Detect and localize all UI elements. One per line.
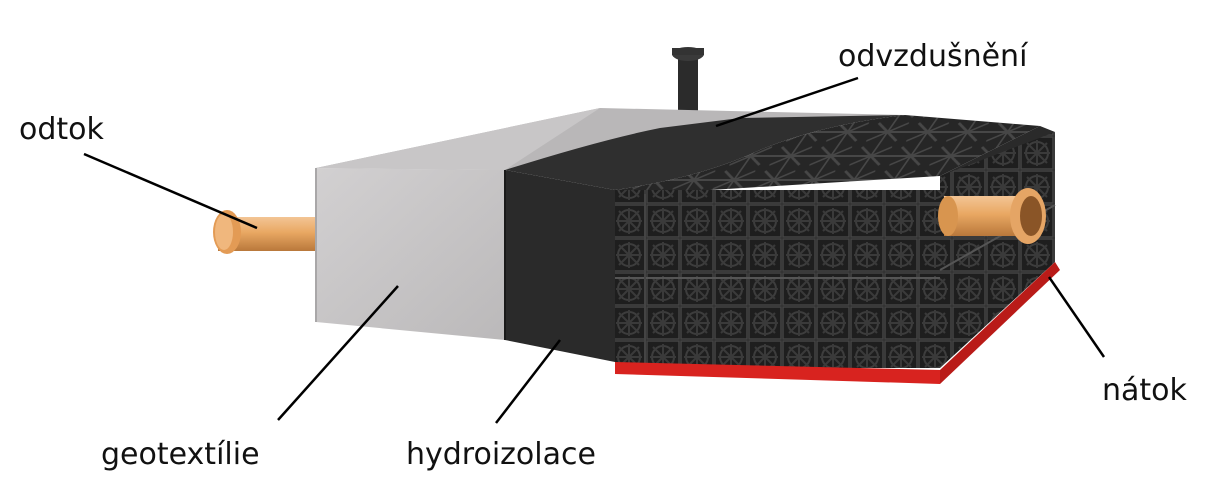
label-odvzdusneni: odvzdušnění	[838, 42, 1027, 72]
geotextile-front	[316, 168, 505, 340]
leader-odtok	[84, 154, 257, 228]
inlet-pipe	[938, 188, 1046, 244]
leader-natok	[1049, 277, 1104, 357]
label-natok: nátok	[1102, 376, 1187, 406]
membrane-front	[505, 170, 615, 362]
label-odtok: odtok	[19, 115, 104, 145]
leader-hydroizolace	[496, 340, 560, 423]
label-hydroizolace: hydroizolace	[406, 440, 596, 470]
label-geotextilie: geotextílie	[101, 440, 260, 470]
